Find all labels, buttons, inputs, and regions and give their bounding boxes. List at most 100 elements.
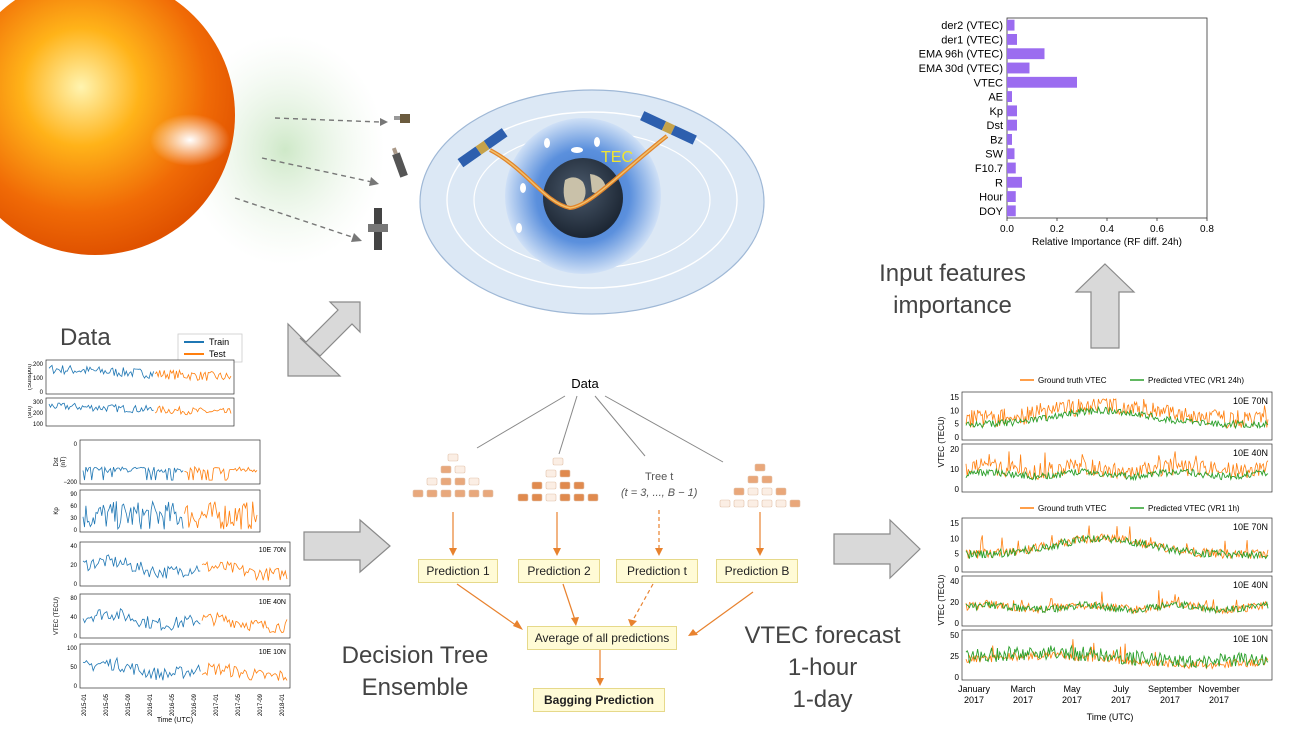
y-tick-label: 90 [70,492,77,498]
x-tick-label: January [958,684,991,694]
subplot-frame [961,575,1273,627]
y-tick-label: 60 [70,504,77,510]
y-tick-label: 100 [33,422,44,428]
bagging-prediction-box: Bagging Prediction [533,688,665,712]
vtec-forecast-line-2: 1-hour [787,654,858,681]
tree-node [559,493,571,502]
category-label: der1 (VTEC) [941,34,1003,46]
category-label: Dst [987,120,1004,132]
y-tick-label: 40 [950,577,959,586]
earth-scene: TEC [419,89,765,315]
tree-node [440,489,452,498]
test-series [184,465,258,481]
importance-bar [1007,76,1077,88]
importance-bar [1007,19,1015,31]
x-tick-label: 2016-05 [170,693,176,716]
satellite-icon [368,208,388,250]
ground-truth-series [965,398,1269,429]
y-axis-label: (sfu) [28,406,33,418]
x-tick-label: 2017 [1111,695,1131,705]
y-tick-label: 50 [70,665,77,671]
x-axis-label: Time (UTC) [1087,712,1134,722]
legend-train-label: Train [209,337,229,347]
y-axis-label: (nT) [61,457,67,468]
input-features-line-2: importance [893,292,1012,319]
prediction-t-box: Prediction t [616,559,698,583]
input-features-line-1: Input features [879,260,1026,287]
sun [0,0,235,255]
tree-node [517,493,529,502]
y-tick-label: 80 [70,596,77,602]
y-tick-label: 50 [950,631,959,640]
tree-node [559,469,571,478]
x-tick-label: 2017 [1209,695,1229,705]
tree-node [761,475,773,484]
y-tick-label: 0 [955,485,960,494]
legend-pred-label: Predicted VTEC (VR1 24h) [1148,376,1244,385]
x-axis-label: Time (UTC) [157,717,193,724]
arrow-sat-3 [234,197,356,239]
x-axis-label: Relative Importance (RF diff. 24h) [1032,237,1182,248]
tree-node [733,499,745,508]
y-tick-label: 40 [70,615,77,621]
y-tick-label: 100 [33,376,44,382]
y-axis-label: Dst [54,457,60,466]
test-series [184,501,258,530]
arrow-to-forecast [833,518,921,580]
decision-tree-label: Decision Tree Ensemble [320,640,510,704]
x-tick-label: March [1010,684,1035,694]
location-tag: 10E 10N [259,649,286,656]
tree-node [426,489,438,498]
importance-bar [1007,34,1017,45]
x-tick-label: September [1148,684,1192,694]
ensemble-diagram: Data Tree t (t = 3, ..., B − 1) [412,376,801,686]
importance-bar [1007,191,1016,202]
x-tick-label: 0.6 [1150,224,1164,235]
x-tick-label: 2017-09 [258,693,264,716]
plot-frame [1006,17,1208,219]
importance-bar [1007,91,1012,102]
arrow-to-data [287,301,361,377]
predicted-series [965,405,1269,430]
subplot-frame [79,541,291,587]
feature-importance-chart: der2 (VTEC)der1 (VTEC)EMA 96h (VTEC)EMA … [919,17,1214,248]
location-tag: 10E 70N [1233,396,1268,406]
y-tick-label: 25 [950,652,959,661]
gnss-satellite-icon [640,111,697,145]
average-box: Average of all predictions [527,626,677,650]
category-label: AE [988,92,1003,104]
x-tick-label: 2017 [1062,695,1082,705]
x-tick-label: 0.4 [1100,224,1114,235]
tree-node [440,465,452,474]
satellite-icon [391,147,408,178]
arrow-sat-2 [261,157,373,183]
y-tick-label: 30 [70,516,77,522]
tree-node [775,487,787,496]
y-tick-label: 0 [955,565,960,574]
tree-node [552,457,564,466]
tree-node [573,493,585,502]
y-tick-label: 0 [955,619,960,628]
category-label: EMA 96h (VTEC) [919,49,1003,61]
legend-test-label: Test [209,349,226,359]
tree-node [789,499,801,508]
tree-node [719,499,731,508]
tree-node [545,493,557,502]
tree-node [747,487,759,496]
train-series [82,608,201,631]
tree-node [426,477,438,486]
ground-truth-series [965,451,1269,481]
y-tick-label: 10 [950,465,959,474]
y-tick-label: 0 [74,442,78,448]
decision-tree-line-2: Ensemble [361,674,469,701]
importance-bar [1007,134,1012,145]
location-tag: 10E 70N [259,547,286,554]
tree-node [440,477,452,486]
tree-node [454,477,466,486]
y-tick-label: 0 [74,582,78,588]
y-tick-label: 200 [33,411,44,417]
x-tick-label: 0.2 [1050,224,1064,235]
test-series [154,405,232,416]
y-tick-label: 15 [950,393,959,402]
